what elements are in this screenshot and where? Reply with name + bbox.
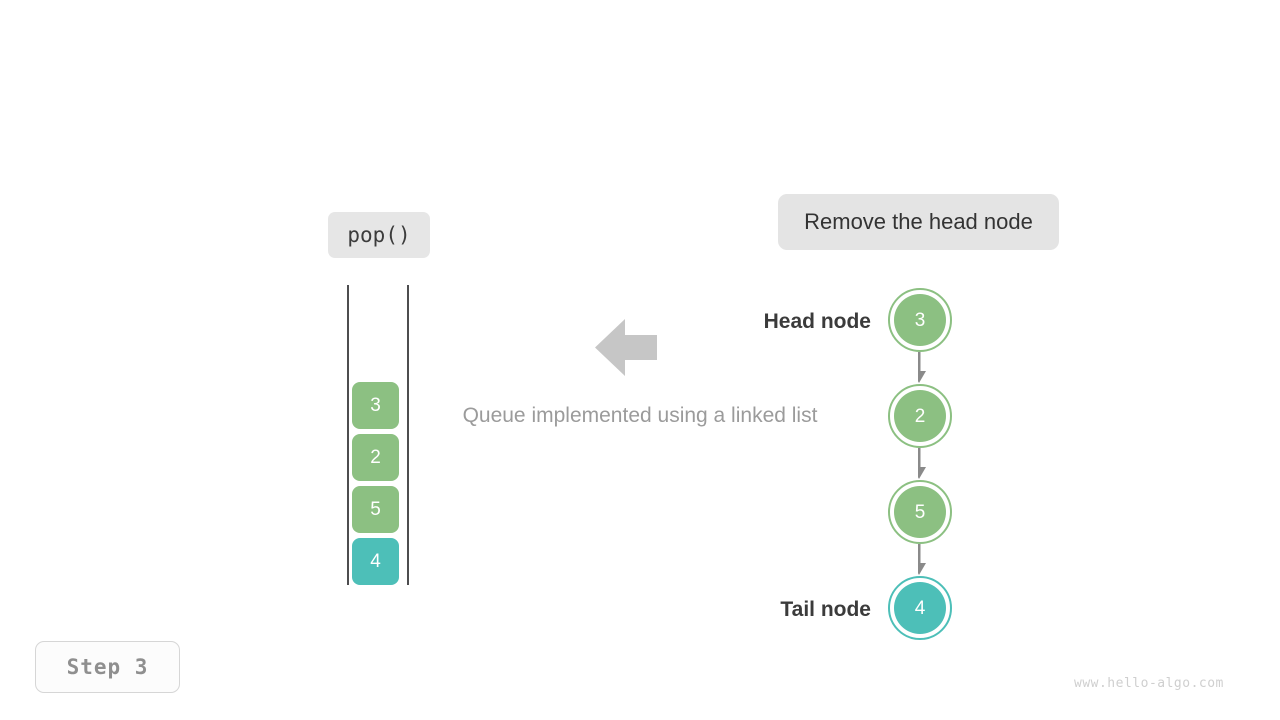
head-node-label: Head node xyxy=(763,310,871,333)
queue-rail-left xyxy=(347,285,349,585)
queue-cell: 2 xyxy=(352,434,399,481)
linked-list-node: 3 xyxy=(888,288,952,352)
tail-node-label: Tail node xyxy=(780,598,871,621)
queue-cell: 4 xyxy=(352,538,399,585)
queue-container: 3 2 5 4 xyxy=(340,280,420,592)
linked-list-edge-arrow-icon xyxy=(912,544,952,576)
node-core xyxy=(894,486,946,538)
description-badge: Remove the head node xyxy=(778,194,1059,250)
node-value: 5 xyxy=(914,501,926,523)
queue-cell: 3 xyxy=(352,382,399,429)
node-value: 2 xyxy=(914,405,926,427)
queue-cell-value: 5 xyxy=(370,498,381,520)
node-core xyxy=(894,390,946,442)
queue-cell-value: 2 xyxy=(370,446,381,468)
linked-list-node: 4 xyxy=(888,576,952,640)
linked-list-edge-arrow-icon xyxy=(912,448,952,480)
node-core xyxy=(894,582,946,634)
node-ring xyxy=(888,384,952,448)
queue-rail-right xyxy=(407,285,409,585)
linked-list-node: 5 xyxy=(888,480,952,544)
step-badge: Step 3 xyxy=(35,641,180,693)
figure-caption: Queue implemented using a linked list xyxy=(462,404,818,427)
queue-cell-list: 3 2 5 4 xyxy=(352,382,400,585)
node-core xyxy=(894,294,946,346)
queue-cell-value: 3 xyxy=(370,394,381,416)
node-value: 4 xyxy=(914,597,926,619)
queue-cell-value: 4 xyxy=(370,550,381,572)
flow-arrow-left-icon xyxy=(595,319,657,376)
node-ring xyxy=(888,288,952,352)
queue-cell: 5 xyxy=(352,486,399,533)
operation-badge: pop() xyxy=(328,212,430,258)
linked-list-node: 2 xyxy=(888,384,952,448)
linked-list-container: 3 2 5 4 xyxy=(886,288,956,644)
linked-list-edge-arrow-icon xyxy=(912,352,952,384)
node-ring xyxy=(888,480,952,544)
node-ring xyxy=(888,576,952,640)
watermark: www.hello-algo.com xyxy=(1074,676,1224,691)
node-value: 3 xyxy=(914,309,926,331)
